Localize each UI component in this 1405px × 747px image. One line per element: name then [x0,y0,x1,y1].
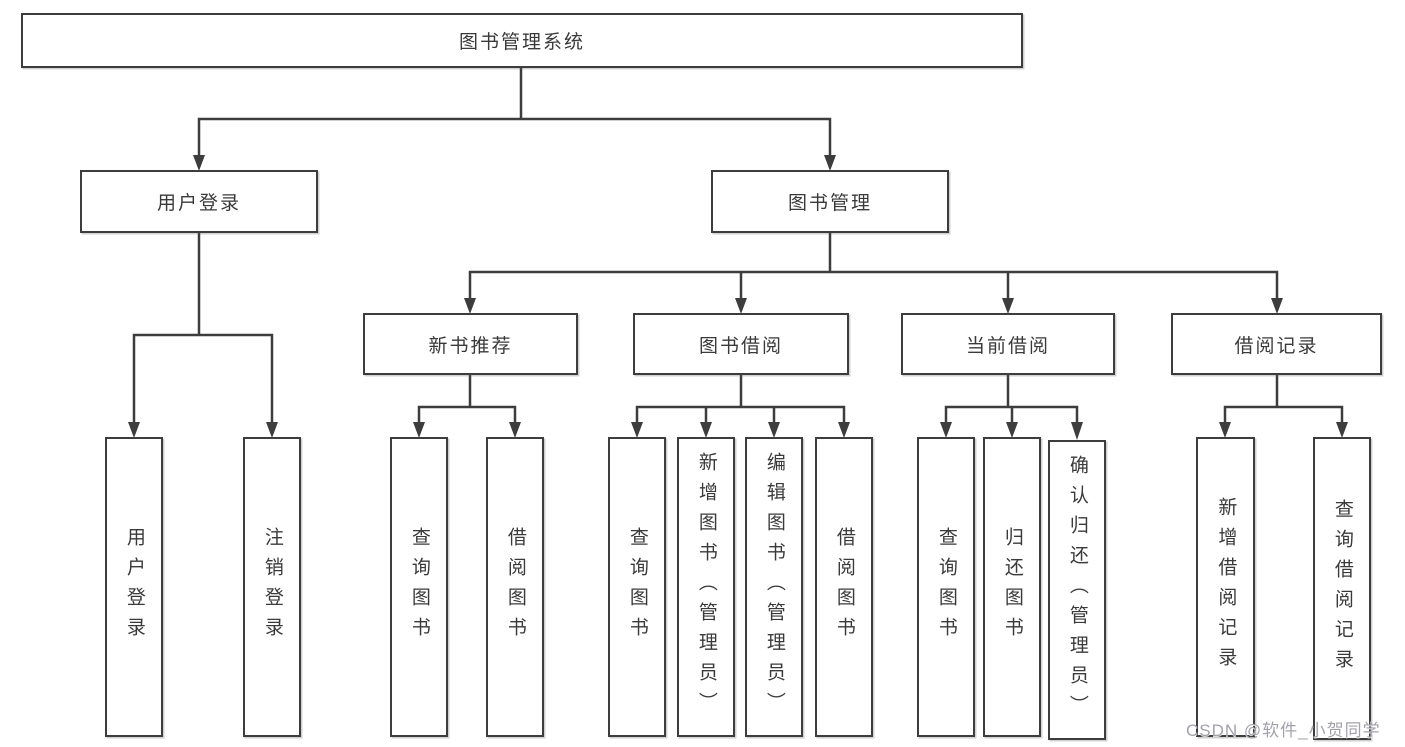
leaf-add-borrow-record: 新增借阅记录 [1196,437,1255,737]
node-new-book-recommendation: 新书推荐 [363,313,578,375]
leaf-query-borrow-record: 查询借阅记录 [1313,437,1371,740]
leaf-label: 注销登录 [261,527,283,647]
connector-records-split [1223,405,1344,423]
leaf-edit-books-admin: 编辑图书（管理员） [745,437,803,737]
leaf-borrow-books-recommend: 借阅图书 [486,437,544,737]
node-label: 图书管理系统 [458,32,585,53]
node-label: 新书推荐 [428,335,513,357]
node-borrowing-records: 借阅记录 [1171,313,1382,375]
leaf-label: 查询图书 [626,527,648,647]
arrow-down-icon [413,422,425,438]
leaf-label: 归还图书 [1001,527,1023,647]
arrow-down-icon [735,298,747,314]
node-label: 当前借阅 [965,335,1050,357]
leaf-label: 用户登录 [123,527,145,647]
connector-level2-split [197,117,832,157]
leaf-label: 查询借阅记录 [1331,498,1353,679]
leaf-label: 借阅图书 [833,527,855,647]
arrow-down-icon [193,155,205,171]
node-user-login: 用户登录 [80,170,318,233]
leaf-label: 新增图书（管理员） [695,452,717,722]
arrowheads [128,155,1348,440]
leaf-return-books: 归还图书 [983,437,1041,737]
node-library-management-system: 图书管理系统 [21,13,1023,68]
leaf-logout: 注销登录 [243,437,301,737]
arrow-down-icon [1006,422,1018,438]
arrow-down-icon [464,298,476,314]
node-book-management: 图书管理 [711,170,949,233]
arrow-down-icon [128,422,140,438]
leaf-confirm-return-admin: 确认归还（管理员） [1048,440,1106,740]
arrow-down-icon [1219,422,1231,438]
connector-paths [132,68,1344,423]
leaf-borrow-books: 借阅图书 [815,437,873,737]
connector-newbook-split [417,405,517,423]
arrow-down-icon [1002,298,1014,314]
connector-level3-split [468,270,1279,299]
arrow-down-icon [1336,422,1348,438]
leaf-label: 借阅图书 [504,527,526,647]
arrow-down-icon [768,422,780,438]
leaf-label: 查询图书 [408,527,430,647]
leaf-label: 编辑图书（管理员） [763,452,785,722]
node-current-borrowing: 当前借阅 [901,313,1115,375]
arrow-down-icon [1071,422,1083,440]
arrow-down-icon [631,422,643,438]
leaf-label: 新增借阅记录 [1215,497,1237,677]
leaf-user-login: 用户登录 [105,437,163,737]
leaf-add-books-admin: 新增图书（管理员） [677,437,735,737]
leaf-query-books-borrowing: 查询图书 [608,437,666,737]
node-book-borrowing: 图书借阅 [633,313,849,375]
arrow-down-icon [838,422,850,438]
connector-login-split [132,333,274,423]
arrow-down-icon [266,422,278,438]
leaf-label: 确认归还（管理员） [1066,455,1088,725]
arrow-down-icon [1271,298,1283,314]
node-label: 图书借阅 [698,335,783,357]
arrow-down-icon [824,155,836,171]
node-label: 图书管理 [787,193,872,214]
leaf-query-books-recommend: 查询图书 [390,437,448,737]
node-label: 用户登录 [156,193,241,214]
arrow-down-icon [509,422,521,438]
arrow-down-icon [940,422,952,438]
leaf-label: 查询图书 [935,527,957,647]
node-label: 借阅记录 [1234,335,1319,357]
csdn-watermark: CSDN @软件_小贺同学 [1186,721,1381,740]
leaf-query-books-current: 查询图书 [917,437,975,737]
arrow-down-icon [700,422,712,438]
connector-borrow-split [635,405,846,423]
